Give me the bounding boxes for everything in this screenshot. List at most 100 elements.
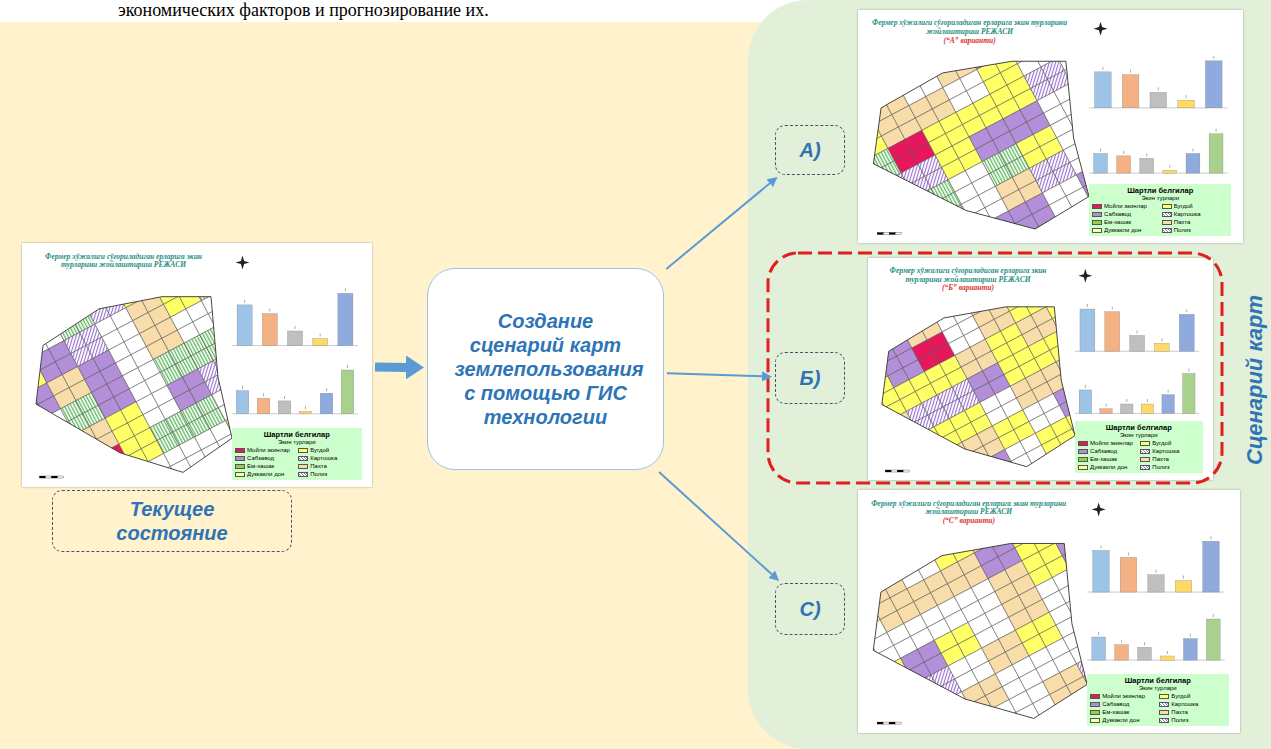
parcel xyxy=(1006,725,1030,733)
parcel xyxy=(140,475,162,487)
chart-bar xyxy=(236,391,249,414)
parcel xyxy=(22,331,26,352)
parcel xyxy=(1120,365,1141,385)
parcel xyxy=(64,482,86,487)
parcel xyxy=(877,728,901,733)
parcel xyxy=(957,490,981,492)
scenario-panel: Сценарий картА)Фермер хўжалиги сўғорилад… xyxy=(748,0,1271,749)
chart-tick xyxy=(1112,307,1113,310)
parcel xyxy=(248,268,270,289)
legend-box: Шартли белгиларЭкин турлариМойли экинлар… xyxy=(1075,421,1203,473)
parcel xyxy=(858,111,875,132)
parcel xyxy=(957,258,978,261)
parcel xyxy=(868,289,887,309)
chart-bar xyxy=(338,293,353,345)
parcel xyxy=(982,721,1006,733)
parcel xyxy=(1079,258,1100,271)
parcel xyxy=(1097,123,1121,144)
parcel xyxy=(868,353,881,373)
parcel xyxy=(1150,16,1174,37)
scale-segment xyxy=(58,476,64,478)
parcel xyxy=(1109,490,1133,494)
parcel xyxy=(90,269,112,290)
parcel xyxy=(1058,49,1082,70)
parcel xyxy=(1113,278,1134,298)
parcel xyxy=(858,213,863,234)
legend-text: Дуккакли дон xyxy=(1102,717,1139,724)
chart-tick xyxy=(1146,153,1147,156)
parcel xyxy=(935,714,959,733)
parcel xyxy=(896,519,920,541)
parcel xyxy=(244,485,266,487)
parcel xyxy=(951,217,975,238)
parcel xyxy=(292,277,314,298)
parcel xyxy=(944,474,965,480)
parcel xyxy=(1086,490,1110,491)
parcel-grid xyxy=(868,258,1213,480)
vertical-title: Сценарий карт xyxy=(1242,270,1268,490)
parcel xyxy=(85,243,107,244)
parcel xyxy=(1039,469,1060,480)
parcel xyxy=(59,435,81,456)
chart-bar xyxy=(1130,335,1145,351)
parcel xyxy=(858,490,876,499)
legend-text: Ем-хашак xyxy=(1102,709,1129,716)
parcel xyxy=(1113,520,1137,542)
parcel xyxy=(947,45,971,66)
parcel xyxy=(1140,490,1164,511)
legend-text: Пахта xyxy=(1174,219,1191,226)
legend-item: Дуккакли дон xyxy=(1092,227,1159,234)
parcel xyxy=(1059,581,1083,603)
legend-item: Сабзавод xyxy=(235,455,295,462)
parcel xyxy=(858,99,868,120)
legend-item: Ем-хашак xyxy=(1078,456,1137,463)
parcel xyxy=(895,455,916,475)
parcel xyxy=(1049,267,1070,287)
legend-text: Пахта xyxy=(310,463,327,470)
legend-head-slot: Шартли белгилар xyxy=(1078,423,1200,432)
parcel xyxy=(867,182,891,203)
chart-tick xyxy=(244,300,245,303)
legend-swatch xyxy=(298,464,308,469)
bar-chart xyxy=(232,288,358,345)
parcel xyxy=(1116,258,1137,266)
parcel xyxy=(906,51,930,72)
chart-tick xyxy=(1186,309,1187,312)
parcel xyxy=(1103,480,1124,481)
scale-segment xyxy=(903,470,909,472)
parcel xyxy=(81,290,103,311)
parcel xyxy=(1119,10,1143,22)
map-title-holder: Фермер хўжалиги сўғориладиган ерларига э… xyxy=(878,267,1057,293)
chart-bar xyxy=(1094,153,1108,173)
chart-tick xyxy=(1210,536,1211,539)
chart-bar xyxy=(262,314,277,346)
scale-bar xyxy=(885,470,909,472)
parcel xyxy=(858,533,863,555)
parcel xyxy=(871,715,895,733)
parcel xyxy=(1073,607,1097,629)
parcel xyxy=(858,225,870,243)
chart-tick xyxy=(1147,399,1148,402)
parcel xyxy=(287,380,309,401)
parcel xyxy=(354,394,372,415)
parcel xyxy=(35,464,57,485)
parcel xyxy=(1144,130,1168,151)
legend-swatch xyxy=(235,456,245,461)
parcel xyxy=(1002,473,1023,480)
legend-swatch xyxy=(298,472,308,477)
parcel xyxy=(858,650,860,672)
parcel xyxy=(1045,490,1069,495)
legend-item: Бугдой xyxy=(1140,440,1199,447)
parcel xyxy=(887,706,911,728)
parcel xyxy=(867,667,891,689)
parcel xyxy=(945,292,966,312)
parcel xyxy=(22,399,23,420)
parcel xyxy=(258,362,280,383)
parcel xyxy=(869,333,890,353)
map-panel: Фермер хўжалиги сўғориладиган ерларига э… xyxy=(858,10,1243,243)
parcel xyxy=(1126,302,1147,322)
legend-sub-slot: Экин турлари xyxy=(1090,685,1225,692)
parcel xyxy=(107,243,129,248)
parcel xyxy=(904,210,928,231)
legend-item: Бугдой xyxy=(1162,203,1229,210)
